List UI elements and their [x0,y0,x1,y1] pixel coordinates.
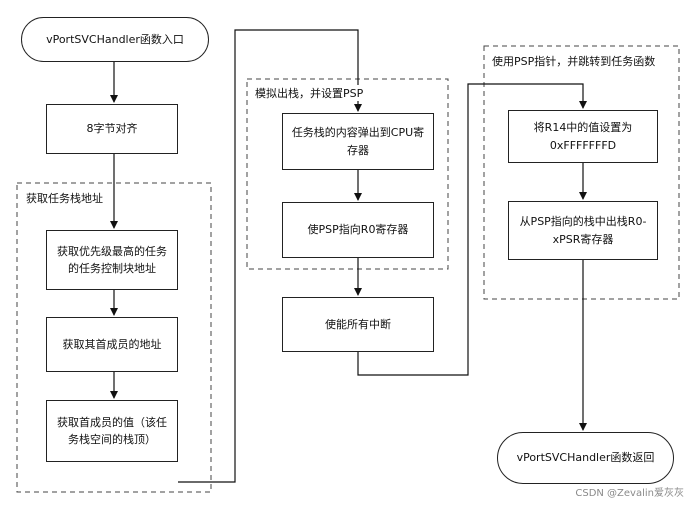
node-enable-interrupts: 使能所有中断 [282,297,434,352]
group-label-use-psp: 使用PSP指针，并跳转到任务函数 [490,53,658,69]
node-align: 8字节对齐 [46,104,178,154]
node-end: vPortSVCHandler函数返回 [497,432,674,484]
edge-member-value-to-pop-stack [178,29,362,483]
node-set-r14: 将R14中的值设置为0xFFFFFFFD [508,110,658,163]
node-pop-stack: 任务栈的内容弹出到CPU寄存器 [282,113,434,170]
watermark: CSDN @Zevalin爱灰灰 [575,488,684,499]
node-pop-r0-xpsr: 从PSP指向的栈中出栈R0-xPSR寄存器 [508,201,658,260]
group-frame-use-psp [483,45,680,300]
edge-enable-int-to-set-r14 [357,83,587,376]
node-start: vPortSVCHandler函数入口 [21,17,209,62]
node-get-tcb: 获取优先级最高的任务的任务控制块地址 [46,230,178,290]
group-label-get-stack-addr: 获取任务栈地址 [24,190,105,206]
node-get-first-member-value: 获取首成员的值（该任务栈空间的栈顶） [46,400,178,462]
node-get-first-member-addr: 获取其首成员的地址 [46,317,178,372]
node-psp-to-r0: 使PSP指向R0寄存器 [282,202,434,258]
group-label-simulate-pop: 模拟出栈，并设置PSP [253,85,366,101]
group-frame-simulate-pop [246,78,449,270]
